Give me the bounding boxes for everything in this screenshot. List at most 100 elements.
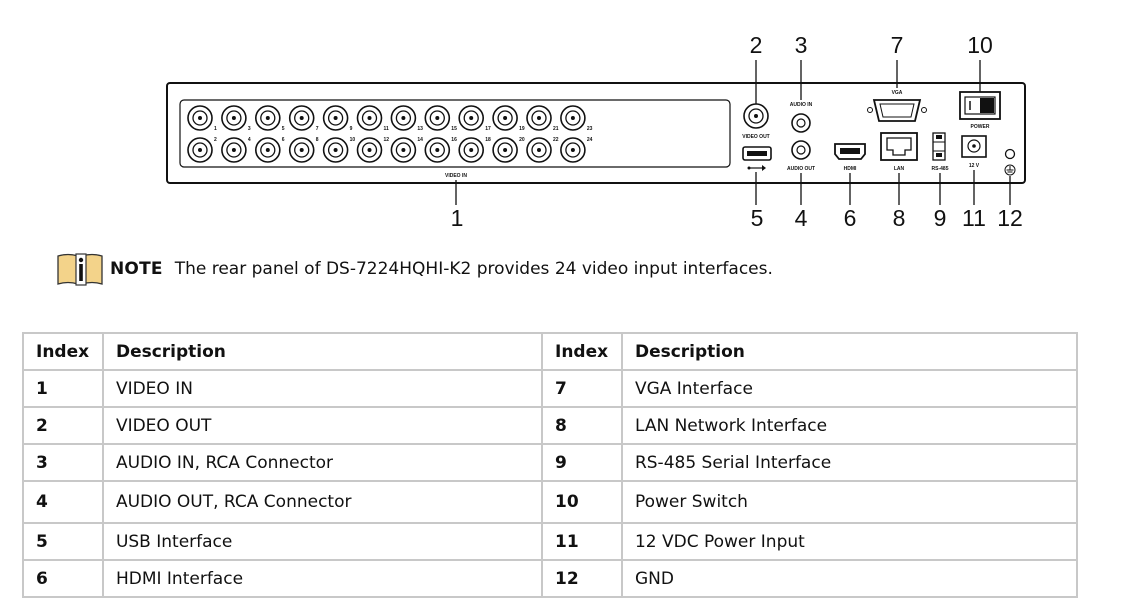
video-in-bnc-connector (526, 105, 552, 131)
video-in-bnc-connector (390, 105, 417, 131)
description-cell: VGA Interface (620, 369, 1079, 408)
video-in-bnc-connector (187, 105, 213, 131)
index-cell: 10 (541, 480, 623, 524)
note-box: NOTE The rear panel of DS-7224HQHI-K2 pr… (56, 252, 773, 286)
video-in-bnc-connector (356, 105, 383, 131)
video-in-bnc-connector (492, 105, 518, 131)
description-cell: GND (620, 559, 1079, 598)
video-in-channel-number: 8 (316, 137, 319, 143)
table-row: 6 HDMI Interface 12 GND (22, 559, 1079, 598)
video-in-bnc-connector (492, 137, 518, 163)
video-in-channel-number: 16 (451, 137, 457, 143)
video-in-bnc-connector (424, 105, 451, 131)
rs485-panel-label: RS-485 (932, 166, 949, 172)
note-label: NOTE (110, 259, 163, 279)
video-in-bnc-connector (390, 137, 417, 163)
table-row: 2 VIDEO OUT 8 LAN Network Interface (22, 406, 1079, 445)
callout-4: 4 (795, 205, 808, 231)
power-panel-label: POWER (971, 124, 990, 130)
video-in-channel-number: 1 (214, 126, 217, 132)
video-in-channel-number: 24 (587, 137, 593, 143)
table-row: 3 AUDIO IN, RCA Connector 9 RS-485 Seria… (22, 443, 1079, 482)
video-in-panel-label: VIDEO IN (445, 173, 467, 179)
rs485-terminal (932, 132, 946, 161)
callout-3: 3 (795, 32, 808, 58)
rear-panel-diagram: 123456789101112131415161718192021222324 … (166, 32, 1026, 231)
header-description-left: Description (101, 332, 544, 371)
gnd-screw (1004, 148, 1016, 160)
index-cell: 2 (22, 406, 104, 445)
header-index-right: Index (541, 332, 623, 371)
power-switch (959, 91, 1001, 120)
index-cell: 5 (22, 522, 104, 561)
video-in-channel-number: 7 (316, 126, 319, 132)
video-in-channel-number: 11 (384, 126, 390, 132)
video-in-bnc-connector (288, 105, 315, 131)
video-in-bnc-connector (560, 105, 586, 131)
lan-panel-label: LAN (894, 166, 905, 172)
ground-icon (1004, 164, 1016, 176)
interface-description-table: Index Description Index Description 1 VI… (22, 332, 1079, 598)
description-cell: HDMI Interface (101, 559, 544, 598)
header-index-left: Index (22, 332, 104, 371)
video-in-bnc-connector (254, 137, 281, 163)
callout-9: 9 (934, 205, 947, 231)
table-row: 5 USB Interface 11 12 VDC Power Input (22, 522, 1079, 561)
video-in-channel-number: 21 (553, 126, 559, 132)
video-in-channel-number: 19 (519, 126, 525, 132)
description-cell: Power Switch (620, 480, 1079, 524)
callout-1: 1 (451, 205, 464, 231)
usb-icon (747, 165, 766, 171)
video-in-bnc-connector (458, 105, 485, 131)
index-cell: 11 (541, 522, 623, 561)
header-description-right: Description (620, 332, 1079, 371)
index-cell: 6 (22, 559, 104, 598)
video-in-bnc-connector (221, 137, 247, 163)
index-cell: 3 (22, 443, 104, 482)
video-in-bnc-connector (187, 137, 213, 163)
video-in-block (179, 99, 731, 168)
video-in-channel-number: 12 (384, 137, 390, 143)
table-header-row: Index Description Index Description (22, 332, 1079, 371)
video-in-channel-number: 5 (282, 126, 285, 132)
video-in-channel-number: 22 (553, 137, 559, 143)
video-in-channel-number: 20 (519, 137, 525, 143)
video-in-channel-number: 17 (485, 126, 491, 132)
index-cell: 8 (541, 406, 623, 445)
hdmi-panel-label: HDMI (844, 166, 857, 172)
index-cell: 9 (541, 443, 623, 482)
video-in-bnc-connector (526, 137, 552, 163)
video-in-channel-number: 6 (282, 137, 285, 143)
index-cell: 1 (22, 369, 104, 408)
callout-6: 6 (844, 205, 857, 231)
index-cell: 12 (541, 559, 623, 598)
video-in-bnc-connector (322, 105, 349, 131)
audio-out-rca (791, 140, 811, 160)
callout-2: 2 (750, 32, 763, 58)
hdmi-port (834, 143, 866, 160)
description-cell: USB Interface (101, 522, 544, 561)
lan-port (880, 132, 918, 161)
video-out-panel-label: VIDEO OUT (742, 134, 770, 140)
callout-8: 8 (893, 205, 906, 231)
callout-7: 7 (891, 32, 904, 58)
callout-12: 12 (997, 205, 1023, 231)
index-cell: 4 (22, 480, 104, 524)
audio-out-panel-label: AUDIO OUT (787, 166, 815, 172)
audio-in-rca (791, 113, 811, 133)
callout-10: 10 (967, 32, 993, 58)
description-cell: RS-485 Serial Interface (620, 443, 1079, 482)
callout-11: 11 (962, 205, 986, 231)
video-in-bnc-connector (254, 105, 281, 131)
video-in-bnc-connector (560, 137, 586, 163)
video-in-channel-number: 18 (485, 137, 491, 143)
note-text: The rear panel of DS-7224HQHI-K2 provide… (174, 259, 773, 279)
description-cell: LAN Network Interface (620, 406, 1079, 445)
video-in-bnc-connector (322, 137, 349, 163)
video-in-channel-number: 4 (248, 137, 251, 143)
dc-panel-label: 12 V (969, 163, 980, 169)
note-icon (57, 253, 103, 286)
video-in-bnc-connector (288, 137, 315, 163)
usb-port (742, 146, 772, 161)
vga-port (867, 99, 927, 122)
